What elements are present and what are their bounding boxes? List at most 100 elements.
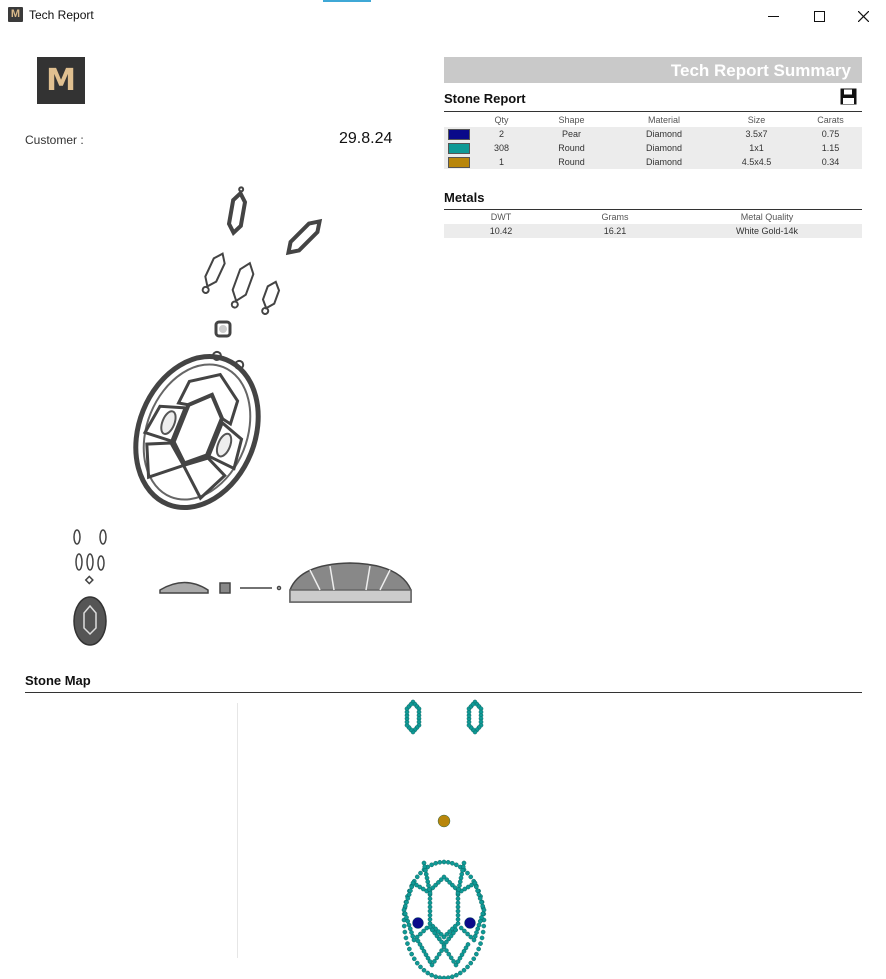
- qty-cell: 2: [474, 127, 529, 141]
- overview-thumbnail: [73, 529, 107, 646]
- round-stone-marker: [433, 882, 438, 888]
- link-part-4: [230, 261, 255, 309]
- round-stone-marker: [468, 934, 474, 940]
- carats-cell: 1.15: [799, 141, 862, 155]
- round-stone-marker: [468, 960, 474, 966]
- summary-banner-title: Tech Report Summary: [670, 61, 851, 80]
- round-stone-marker: [453, 962, 459, 968]
- round-stone-marker: [427, 917, 433, 922]
- round-stone-marker: [441, 874, 447, 880]
- column-header: Qty: [494, 115, 509, 125]
- round-stone-marker: [450, 860, 455, 866]
- round-stone-marker: [421, 928, 426, 934]
- round-stone-marker: [444, 931, 450, 937]
- link-part-3: [201, 252, 226, 294]
- stone-map-rule: [25, 692, 862, 693]
- round-stone-marker: [469, 882, 474, 888]
- round-stone-marker: [430, 927, 435, 933]
- stone-report-header-row: Qty Shape Material Size Carats: [444, 113, 862, 127]
- round-stone-marker: [420, 886, 426, 892]
- round-stone-marker: [455, 921, 461, 926]
- close-button[interactable]: [840, 0, 886, 32]
- maximize-button[interactable]: [796, 0, 842, 32]
- metal-quality-cell: White Gold-14k: [672, 224, 862, 238]
- round-stone-marker: [402, 929, 408, 935]
- round-stone-marker: [418, 964, 423, 970]
- round-stone-marker: [475, 888, 480, 894]
- round-stone-marker: [457, 883, 462, 888]
- pear-stone-marker: [412, 917, 424, 929]
- round-stone-marker: [405, 941, 410, 946]
- round-stone-marker: [451, 930, 456, 936]
- link-part-5: [261, 280, 281, 315]
- round-stone-marker: [444, 877, 450, 882]
- stone-color-swatch: [448, 128, 470, 140]
- round-stone-marker: [434, 933, 440, 939]
- round-stone-marker: [438, 877, 444, 882]
- save-icon[interactable]: [840, 88, 857, 105]
- round-stone-marker: [446, 951, 452, 957]
- grams-cell: 16.21: [558, 224, 672, 238]
- round-stone-marker: [473, 884, 479, 890]
- round-stone-marker: [425, 879, 431, 885]
- round-stone-marker: [465, 942, 471, 947]
- metals-rule: [444, 209, 862, 210]
- round-stone-marker: [439, 939, 444, 945]
- round-stone-marker: [448, 955, 454, 961]
- round-stone-marker: [479, 935, 485, 941]
- round-stone-marker: [457, 955, 463, 961]
- round-stone-marker: [455, 908, 461, 914]
- stone-report-title: Stone Report: [444, 91, 526, 106]
- round-stone-marker: [429, 862, 434, 868]
- title-bar: M Tech Report: [0, 0, 886, 32]
- metals-table: DWT Grams Metal Quality 10.42 16.21 Whit…: [444, 210, 862, 238]
- round-stone-marker: [408, 888, 413, 894]
- round-stone-marker: [418, 931, 423, 937]
- pendant-body: [133, 350, 261, 511]
- round-stone-marker: [465, 931, 470, 937]
- minimize-button[interactable]: [750, 0, 796, 32]
- round-stone-marker: [409, 951, 414, 957]
- round-stone-marker: [427, 900, 433, 906]
- qty-cell: 308: [474, 141, 529, 155]
- round-stone-marker: [426, 883, 431, 888]
- round-stone-marker: [438, 931, 444, 937]
- material-cell: Diamond: [614, 141, 714, 155]
- qty-cell: 1: [474, 155, 529, 169]
- round-stone-marker: [414, 934, 420, 940]
- title-bar-accent: [323, 0, 371, 2]
- stone-map-divider: [237, 703, 238, 958]
- window-title: Tech Report: [29, 8, 94, 22]
- link-part-2: [285, 218, 323, 256]
- round-stone-marker: [448, 933, 454, 939]
- round-stone-marker: [457, 879, 463, 885]
- round-stone-marker: [436, 880, 441, 885]
- round-stone-marker: [456, 886, 462, 892]
- round-stone-marker: [433, 860, 438, 866]
- round-stone-marker: [437, 860, 443, 865]
- material-cell: Diamond: [614, 127, 714, 141]
- round-stone-marker: [472, 880, 478, 886]
- minimize-icon: [767, 15, 779, 17]
- round-stone-marker: [417, 942, 423, 947]
- round-stone-marker: [453, 927, 458, 933]
- close-icon: [857, 10, 869, 22]
- round-stone-marker: [407, 946, 412, 952]
- round-stone-marker: [433, 974, 438, 979]
- column-header: Shape: [558, 115, 585, 125]
- dwt-cell: 10.42: [444, 224, 558, 238]
- round-stone-marker: [444, 948, 449, 953]
- table-row: 308 Round Diamond 1x1 1.15: [444, 141, 862, 155]
- round-stone-marker: [462, 886, 468, 892]
- round-stone-marker: [432, 930, 437, 936]
- round-stone-marker: [455, 900, 461, 906]
- round-stone-marker: [455, 912, 461, 918]
- round-stone-marker: [406, 892, 412, 897]
- material-cell: Diamond: [614, 155, 714, 169]
- round-stone-marker: [458, 875, 464, 881]
- table-row: 1 Round Diamond 4.5x4.5 0.34: [444, 155, 862, 169]
- round-stone-marker: [423, 952, 429, 958]
- round-stone-marker: [427, 959, 433, 964]
- round-stone-marker: [471, 956, 477, 962]
- app-icon: M: [8, 7, 23, 22]
